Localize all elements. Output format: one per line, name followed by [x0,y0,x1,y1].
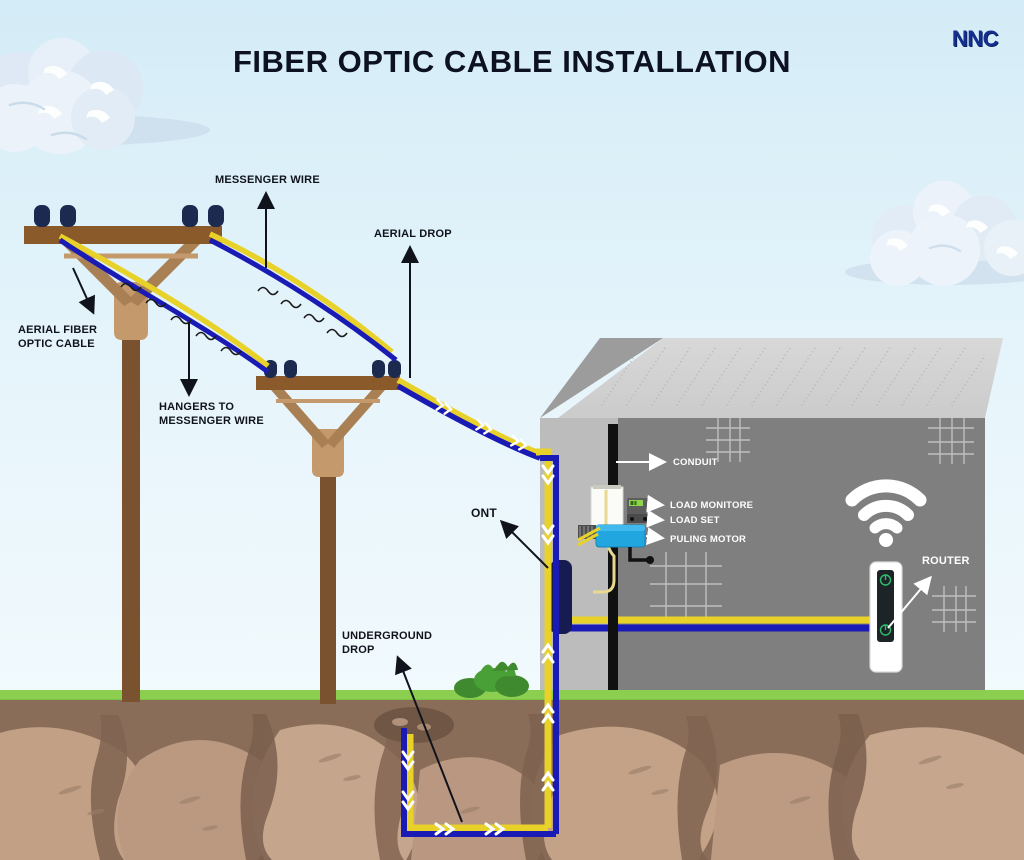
bush [454,661,529,698]
brand-logo: NNC [951,26,999,51]
building [540,338,1003,690]
label-load-set: LOAD SET [670,515,720,526]
router-screen [877,570,894,642]
pole-brace-right [326,376,392,448]
label-router: ROUTER [922,555,970,567]
label-hangers-to-messenger-wire: HANGERS TO MESSENGER WIRE [159,401,264,427]
building-front-wall [618,418,985,690]
leader-lines-white [616,453,932,629]
leader-ont [499,519,549,569]
roof-plane [558,338,1003,418]
aerial-span-upper [208,231,398,362]
pole-insulators [34,205,224,227]
wall-drop-fiber [540,455,559,834]
soil-cross-section [0,700,1024,860]
aerial-drop-direction-chevrons [435,398,528,451]
page-title: FIBER OPTIC CABLE INSTALLATION [232,44,792,79]
pole-shaft [122,290,140,702]
pole-insulators [264,360,401,378]
utility-pole-right [256,360,401,704]
leader-load-set [646,509,665,528]
pole-shaft [320,436,336,704]
leader-puling-motor [645,527,665,546]
fiber-cable-span1 [58,237,270,375]
equipment-cluster [577,485,654,594]
label-puling-motor: PULING MOTOR [670,534,747,545]
leader-router [887,575,932,629]
aerial-drop-fiber [396,383,541,461]
router-led-top [879,574,892,586]
pole-crossarm [256,376,400,390]
indoor-cable-run [548,616,884,632]
underground-drop [401,728,556,837]
router-led-bottom [879,624,892,636]
label-messenger-wire: MESSENGER WIRE [215,174,320,186]
cloud-left [0,38,210,154]
pulling-motor [577,524,654,564]
load-monitor-device [627,498,650,514]
leader-aerial-fiber [72,267,95,315]
load-set-terminals [627,514,650,523]
leader-lines-dark [72,191,549,823]
label-load-monitore: LOAD MONITORE [670,500,754,511]
label-underground-drop: UNDERGROUND DROP [342,630,433,656]
pole-brace-left [264,376,330,448]
label-ont: ONT [471,506,497,520]
leader-load-monitor [646,494,665,513]
roof-gable [540,338,663,418]
building-wall-drop [536,448,559,834]
messenger-wire-upper [208,231,394,355]
wall-grid-accents [650,418,976,632]
fiber-cable-upper [208,237,398,362]
wall-drop-chevrons [541,464,555,792]
router-device [869,561,903,673]
messenger-wire-span1 [58,233,270,369]
wifi-icon [845,479,927,547]
leader-underground [395,655,463,823]
pole-crossarm [24,226,222,244]
label-aerial-drop: AERIAL DROP [374,228,452,240]
cloud-right [845,181,1024,286]
aerial-drop-span [396,377,541,461]
label-aerial-fiber-optic-cable: AERIAL FIBER OPTIC CABLE [18,324,98,350]
buried-rock [374,707,454,743]
label-conduit: CONDUIT [673,457,718,468]
underground-chevrons [401,750,506,836]
hangers-span-upper [257,286,348,338]
